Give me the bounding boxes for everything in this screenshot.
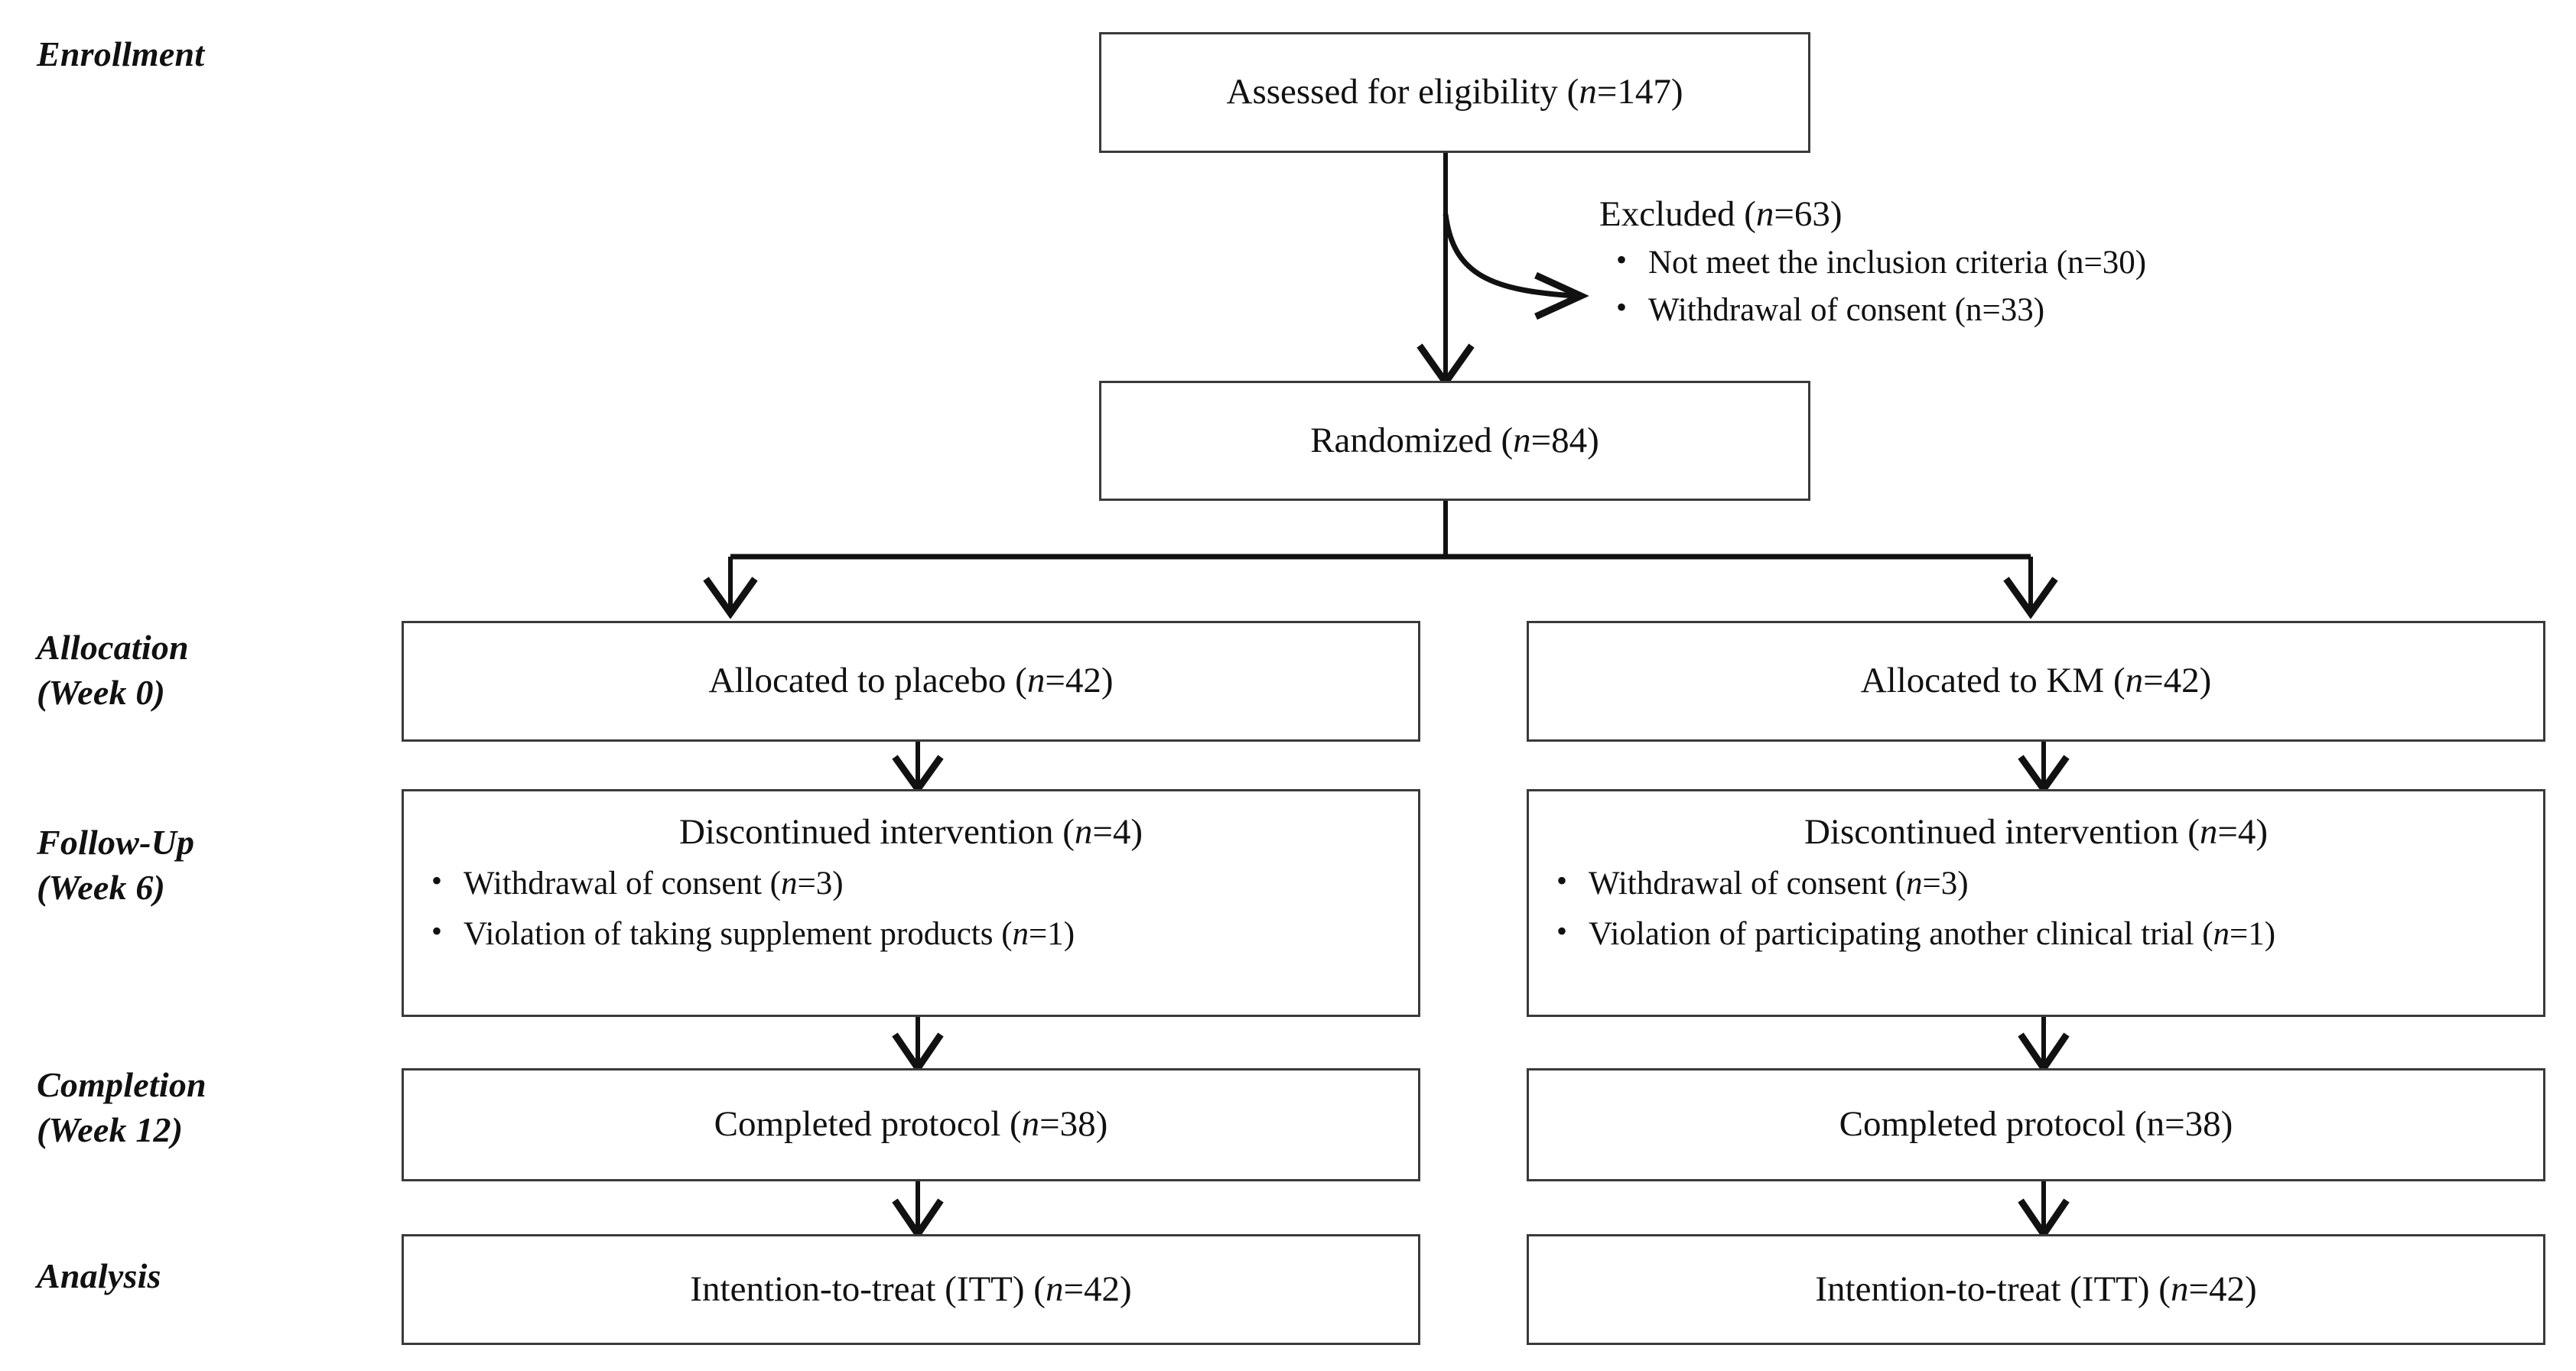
reason-suffix: =3)	[797, 866, 844, 902]
km-discontinued-suffix: =4)	[2217, 812, 2269, 852]
box-allocated-to-placebo: Allocated to placebo (n=42)	[402, 621, 1420, 742]
reason-suffix: =1)	[2230, 916, 2276, 953]
assessed-text-suffix: =147)	[1596, 72, 1683, 112]
placebo-completed-prefix: Completed protocol (	[714, 1104, 1022, 1145]
allocated-km-text: Allocated to KM (n=42)	[1529, 660, 2543, 702]
box-assessed-for-eligibility: Assessed for eligibility (n=147)	[1099, 32, 1810, 153]
km-completed-text: Completed protocol (n=38)	[1839, 1104, 2233, 1145]
allocated-placebo-n-symbol: n	[1026, 661, 1046, 701]
reason-suffix: =3)	[1922, 866, 1969, 902]
km-itt-suffix: =42)	[2188, 1269, 2257, 1309]
excluded-title: Excluded (n=63)	[1599, 193, 2474, 236]
stage-label-enrollment: Enrollment	[37, 34, 205, 73]
stage-label-completion: Completion (Week 12)	[37, 1065, 207, 1149]
placebo-discontinued-reason-item: Withdrawal of consent (n=3)	[427, 863, 1410, 904]
placebo-itt-text: Intention-to-treat (ITT) (n=42)	[404, 1269, 1418, 1311]
placebo-itt-suffix: =42)	[1063, 1269, 1132, 1309]
placebo-completed-n-symbol: n	[1021, 1104, 1040, 1145]
connector-left-followup-to-completion	[892, 1017, 944, 1074]
box-placebo-discontinued: Discontinued intervention (n=4) Withdraw…	[402, 789, 1420, 1017]
assessed-text-prefix: Assessed for eligibility (	[1226, 72, 1579, 112]
connector-right-followup-to-completion	[2018, 1017, 2070, 1074]
placebo-completed-suffix: =38)	[1039, 1104, 1108, 1145]
excluded-reason-list: Not meet the inclusion criteria (n=30) W…	[1595, 242, 2474, 330]
km-discontinued-reason-list: Withdrawal of consent (n=3) Violation of…	[1529, 863, 2543, 964]
placebo-completed-text: Completed protocol (n=38)	[404, 1103, 1418, 1145]
allocated-km-suffix: =42)	[2143, 661, 2212, 701]
placebo-discontinued-n-symbol: n	[1074, 812, 1093, 852]
reason-prefix: Withdrawal of consent (	[1589, 866, 1906, 902]
reason-prefix: Violation of taking supplement products …	[463, 916, 1013, 953]
randomized-text: Randomized (n=84)	[1101, 420, 1808, 462]
allocated-placebo-text: Allocated to placebo (n=42)	[404, 660, 1418, 702]
km-discontinued-reason-item: Withdrawal of consent (n=3)	[1552, 863, 2535, 904]
assessed-for-eligibility-text: Assessed for eligibility (n=147)	[1101, 71, 1808, 113]
connector-left-allocation-to-followup	[892, 742, 944, 795]
reason-n-symbol: n	[1012, 916, 1029, 953]
allocated-placebo-prefix: Allocated to placebo (	[708, 661, 1027, 701]
connector-randomized-split	[703, 501, 2058, 619]
km-discontinued-prefix: Discontinued intervention (	[1804, 812, 2200, 852]
box-allocated-to-km: Allocated to KM (n=42)	[1527, 621, 2545, 742]
placebo-discontinued-title: Discontinued intervention (n=4)	[404, 811, 1418, 853]
reason-n-symbol: n	[1906, 866, 1923, 902]
reason-n-symbol: n	[2213, 916, 2230, 953]
box-km-discontinued: Discontinued intervention (n=4) Withdraw…	[1527, 789, 2545, 1017]
excluded-n-symbol: n	[1755, 194, 1774, 234]
excluded-note: Excluded (n=63) Not meet the inclusion c…	[1595, 193, 2474, 338]
stage-label-analysis: Analysis	[37, 1256, 161, 1295]
randomized-text-prefix: Randomized (	[1310, 420, 1514, 460]
box-placebo-itt-analysis: Intention-to-treat (ITT) (n=42)	[402, 1234, 1420, 1345]
km-discontinued-n-symbol: n	[2199, 812, 2218, 852]
excluded-title-prefix: Excluded (	[1599, 194, 1756, 234]
placebo-discontinued-reason-item: Violation of taking supplement products …	[427, 913, 1410, 954]
km-discontinued-title: Discontinued intervention (n=4)	[1529, 811, 2543, 853]
excluded-reason-item: Not meet the inclusion criteria (n=30)	[1612, 242, 2467, 283]
stage-label-allocation: Allocation (Week 0)	[37, 628, 189, 712]
km-discontinued-reason-item: Violation of participating another clini…	[1552, 913, 2535, 954]
excluded-title-suffix: =63)	[1774, 194, 1843, 234]
reason-prefix: Withdrawal of consent (	[463, 866, 781, 902]
assessed-n-symbol: n	[1579, 72, 1597, 112]
allocated-placebo-suffix: =42)	[1045, 661, 1114, 701]
km-itt-n-symbol: n	[2170, 1269, 2189, 1309]
connector-right-allocation-to-followup	[2018, 742, 2070, 795]
randomized-n-symbol: n	[1513, 420, 1531, 460]
connector-assessed-to-randomized	[1416, 153, 1475, 388]
allocated-km-prefix: Allocated to KM (	[1860, 661, 2126, 701]
connector-left-completion-to-analysis	[892, 1181, 944, 1240]
excluded-reason-item: Withdrawal of consent (n=33)	[1612, 289, 2467, 330]
randomized-text-suffix: =84)	[1530, 420, 1599, 460]
placebo-discontinued-reason-list: Withdrawal of consent (n=3) Violation of…	[404, 863, 1418, 964]
placebo-itt-prefix: Intention-to-treat (ITT) (	[690, 1269, 1046, 1309]
box-placebo-completed-protocol: Completed protocol (n=38)	[402, 1068, 1420, 1181]
box-randomized: Randomized (n=84)	[1099, 381, 1810, 501]
reason-n-symbol: n	[781, 866, 798, 902]
reason-prefix: Violation of participating another clini…	[1589, 916, 2213, 953]
box-km-completed-protocol: Completed protocol (n=38)	[1527, 1068, 2545, 1181]
connector-right-completion-to-analysis	[2018, 1181, 2070, 1240]
box-km-itt-analysis: Intention-to-treat (ITT) (n=42)	[1527, 1234, 2545, 1345]
placebo-discontinued-prefix: Discontinued intervention (	[678, 812, 1075, 852]
connector-excluded-curve	[1442, 213, 1589, 320]
allocated-km-n-symbol: n	[2125, 661, 2144, 701]
placebo-itt-n-symbol: n	[1045, 1269, 1064, 1309]
placebo-discontinued-suffix: =4)	[1092, 812, 1143, 852]
reason-suffix: =1)	[1029, 916, 1075, 953]
stage-label-followup: Follow-Up (Week 6)	[37, 823, 195, 907]
km-itt-prefix: Intention-to-treat (ITT) (	[1815, 1269, 2171, 1309]
km-itt-text: Intention-to-treat (ITT) (n=42)	[1529, 1269, 2543, 1311]
